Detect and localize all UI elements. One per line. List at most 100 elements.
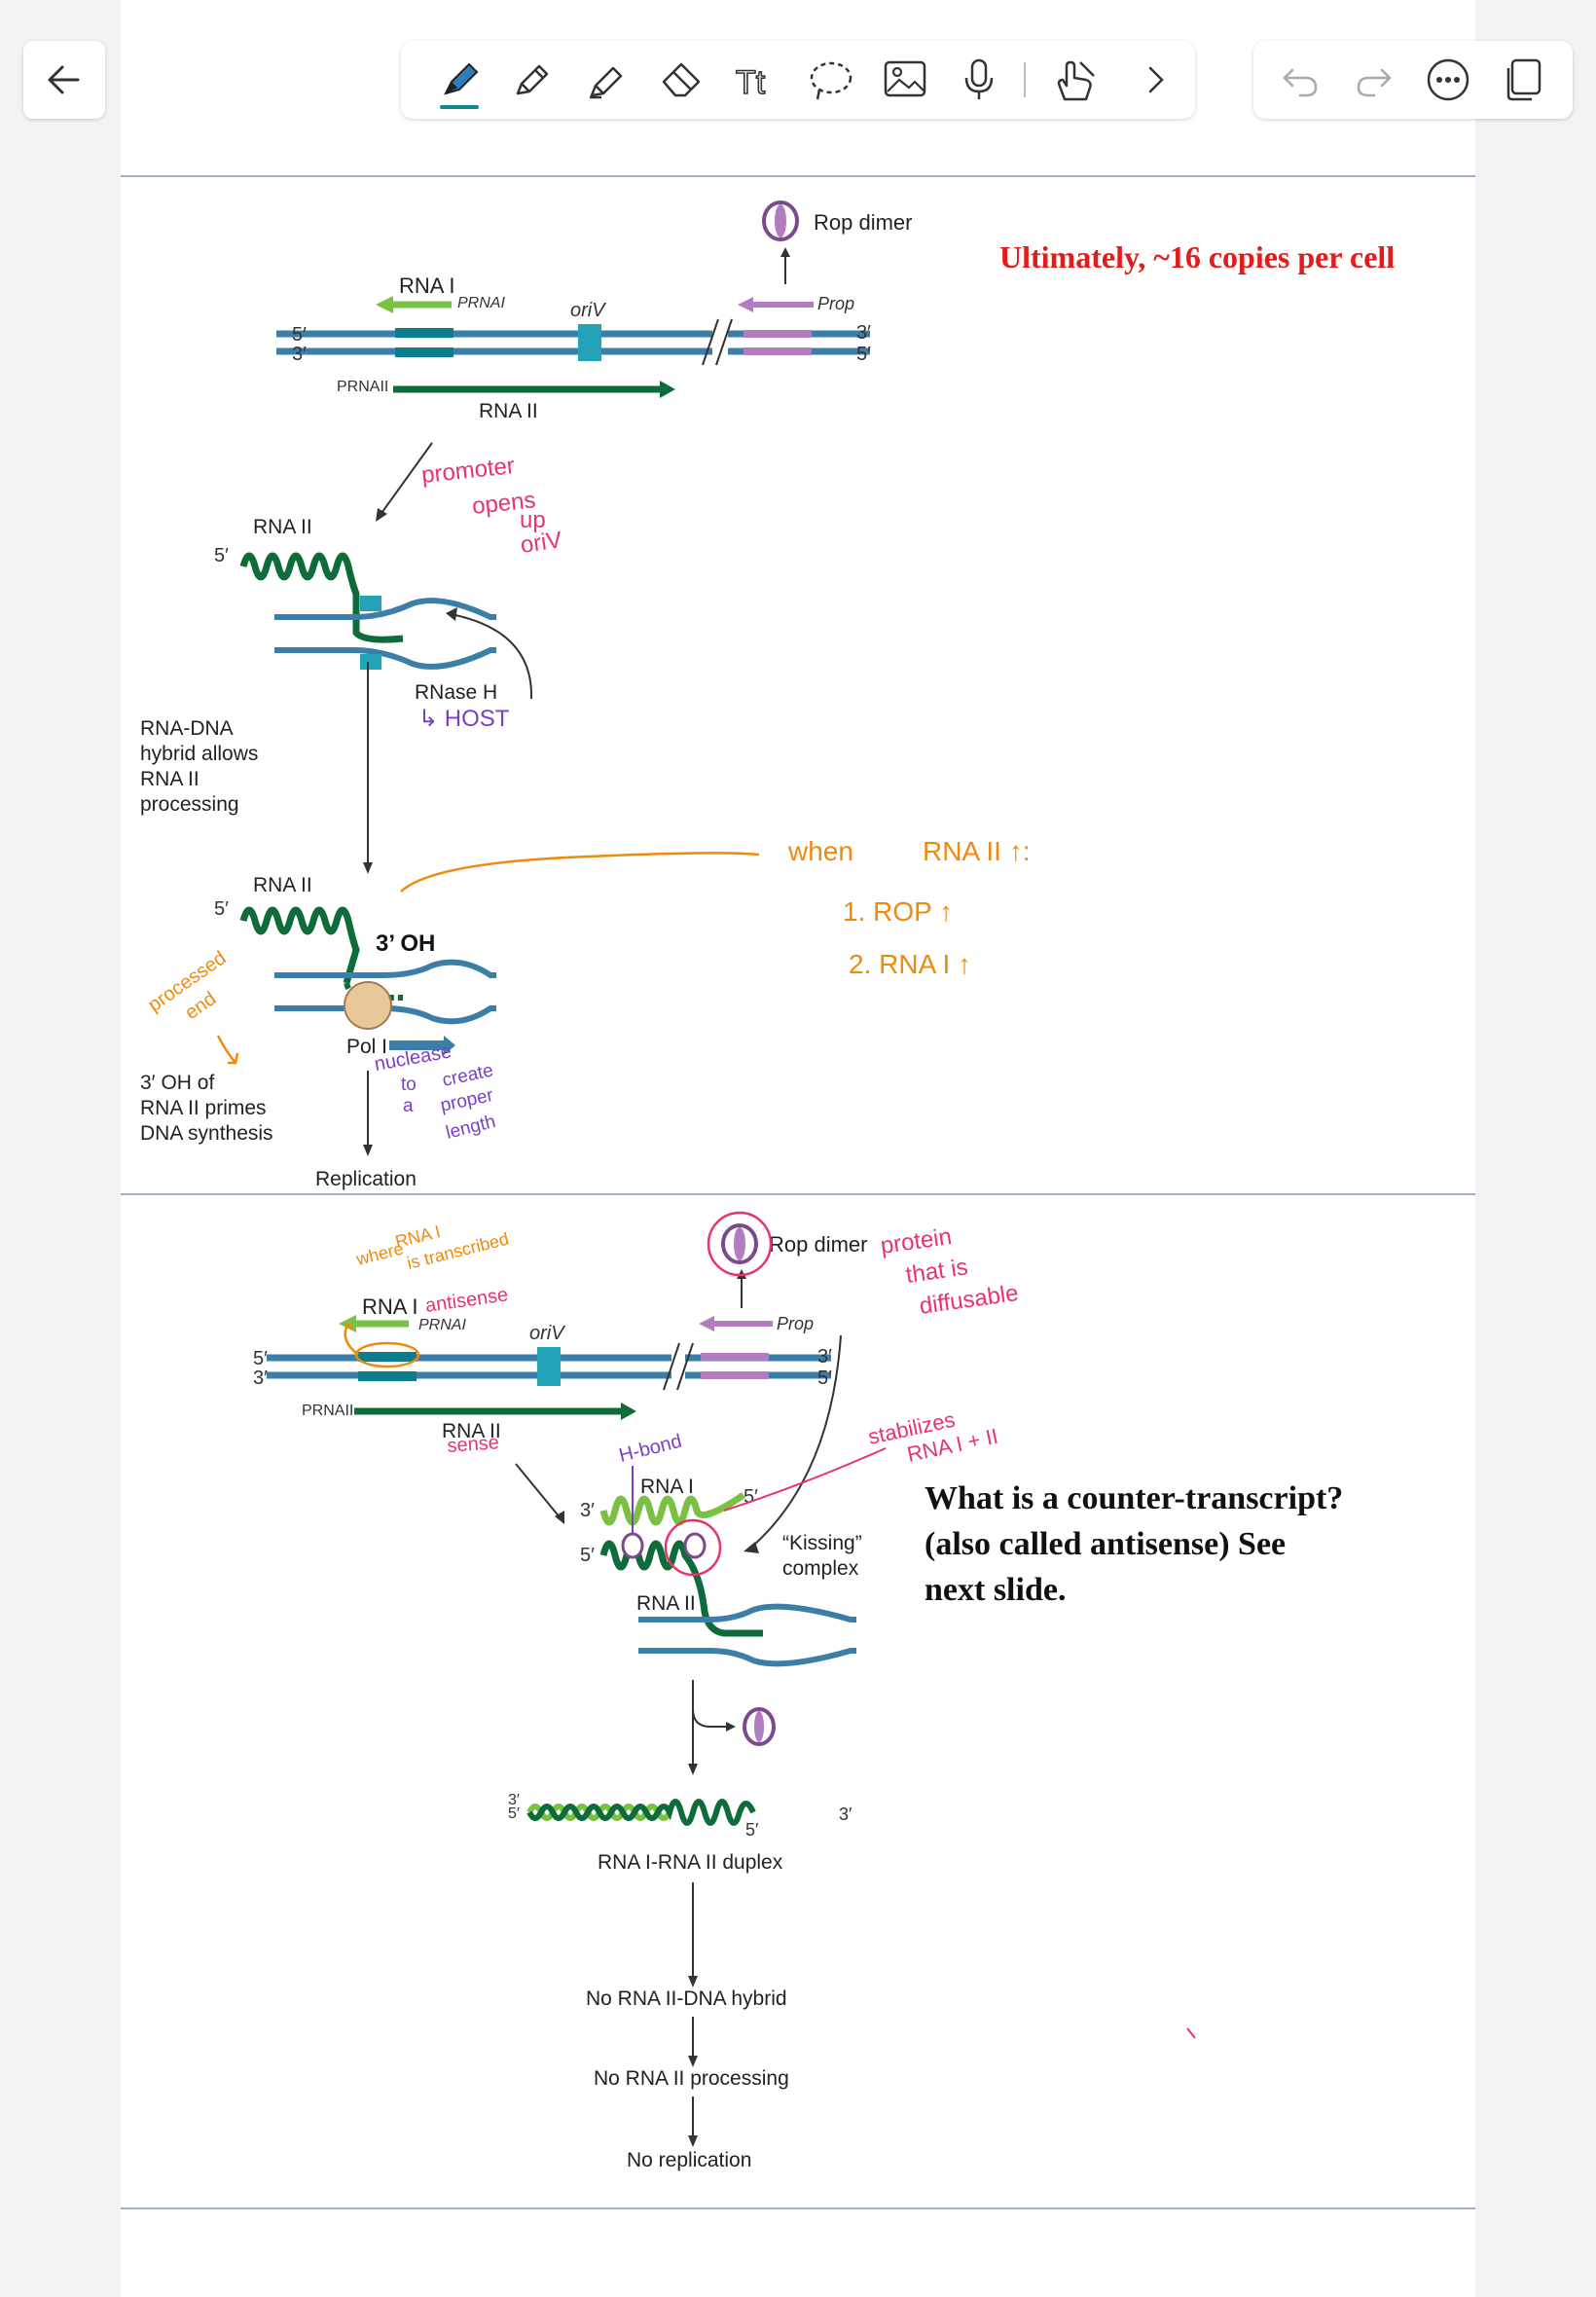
hw-hbond: H-bond [617, 1431, 684, 1467]
rnase-h-label: RNase H [415, 681, 497, 704]
svg-text:3′: 3′ [580, 1500, 595, 1521]
drawing-toolbar: Tt [401, 41, 1195, 119]
rna2-label: RNA II [479, 400, 538, 422]
hw-sense: sense [447, 1432, 500, 1457]
prop-label-2: Prop [777, 1314, 814, 1333]
back-button[interactable] [23, 41, 105, 119]
svg-text:5′: 5′ [817, 1367, 832, 1389]
pol1-label: Pol I [346, 1036, 387, 1058]
touch-tool-icon[interactable] [1051, 56, 1098, 103]
hw-to: to [401, 1075, 417, 1095]
rna2-label-3: RNA II [253, 874, 312, 896]
note-page[interactable] [121, 0, 1475, 2297]
hw-diffusable: diffusable [918, 1280, 1020, 1320]
hw-when: when [787, 836, 853, 866]
plasmid-dna-top [276, 318, 870, 366]
kissing-line-1: “Kissing” [782, 1532, 862, 1554]
hw-protein: protein [879, 1223, 953, 1259]
question-line-3: next slide. [925, 1572, 1067, 1608]
slide-divider [121, 1193, 1475, 1195]
eraser-tool-icon[interactable] [658, 56, 705, 103]
hw-a: a [403, 1096, 414, 1116]
slide1-diagram: 5′ 3′ 3′ 5′ RNA I PRNAI oriV Prop Rop di… [140, 201, 1030, 1190]
oriv-label-2: oriV [529, 1323, 565, 1344]
redo-icon[interactable] [1351, 56, 1397, 103]
hw-length: length [444, 1112, 497, 1144]
primes-line-2: RNA II primes [140, 1097, 267, 1119]
pol1-icon [344, 981, 392, 1030]
prnai-label: PRNAI [457, 295, 505, 311]
slide2-diagram: 5′ 3′ 3′ 5′ RNA I PRNAI oriV Prop Rop di… [253, 1211, 1196, 2171]
prop-label: Prop [817, 294, 854, 313]
pages-icon[interactable] [1501, 56, 1547, 103]
svg-text:3′: 3′ [839, 1805, 852, 1824]
hw-host: ↳ HOST [418, 706, 510, 732]
copies-per-cell-note: Ultimately, ~16 copies per cell [999, 239, 1396, 274]
prnai-label-2: PRNAI [418, 1317, 466, 1333]
image-tool-icon[interactable] [882, 56, 928, 103]
hybrid-line-1: RNA-DNA [140, 717, 234, 740]
page-divider-bottom [121, 2207, 1475, 2209]
primes-line-1: 3′ OH of [140, 1072, 214, 1094]
hw-promoter: promoter [420, 453, 516, 489]
oriv-label: oriV [570, 300, 606, 321]
svg-text:5′: 5′ [856, 344, 871, 365]
three-prime-label-2: 3′ [253, 1367, 268, 1389]
svg-text:5′: 5′ [744, 1486, 758, 1508]
back-arrow-icon [48, 65, 80, 94]
svg-text:3′: 3′ [817, 1346, 832, 1367]
question-line-2: (also called antisense) See [925, 1526, 1287, 1562]
hw-that-is: that is [904, 1254, 969, 1289]
prnaii-label: PRNAII [337, 379, 388, 395]
hw-rna1-up: 2. RNA I ↑ [849, 949, 971, 979]
pen-tool-icon[interactable] [436, 56, 483, 103]
no-replication-label: No replication [627, 2149, 751, 2171]
pencil-tool-icon[interactable] [508, 56, 555, 103]
svg-text:5′: 5′ [214, 898, 229, 920]
rop-dimer-label-2: Rop dimer [769, 1232, 867, 1257]
rop-dimer-icon [762, 201, 799, 241]
handwritten-annotations-2: where RNA I is transcribed antisense sen… [344, 1211, 1196, 2039]
hybrid-line-4: processing [140, 793, 239, 816]
svg-text:5′: 5′ [508, 1805, 520, 1822]
rna2-label-2: RNA II [253, 516, 312, 538]
hybrid-line-2: hybrid allows [140, 743, 258, 765]
svg-text:Tt: Tt [736, 64, 766, 101]
highlighter-tool-icon[interactable] [582, 56, 629, 103]
handwritten-annotations-1: promoter opens up oriV ↳ HOST when RNA I… [144, 453, 1030, 1144]
lasso-tool-icon[interactable] [808, 56, 854, 103]
hybrid-line-3: RNA II [140, 768, 200, 790]
more-icon[interactable] [1425, 56, 1471, 103]
oh-label: 3’ OH [376, 930, 435, 957]
rna1-label: RNA I [399, 273, 454, 298]
active-tool-indicator [440, 105, 479, 109]
page-divider-top [121, 175, 1475, 177]
prnaii-label-2: PRNAII [302, 1403, 353, 1419]
text-tool-icon[interactable]: Tt [732, 56, 779, 103]
hw-rna2-up: RNA II ↑: [923, 836, 1030, 866]
rop-dimer-label: Rop dimer [814, 210, 912, 235]
primes-line-3: DNA synthesis [140, 1122, 273, 1145]
hw-rop-up: 1. ROP ↑ [843, 896, 953, 927]
undo-icon[interactable] [1277, 56, 1324, 103]
no-processing-label: No RNA II processing [594, 2067, 789, 2090]
hw-antisense: antisense [424, 1284, 510, 1317]
chevron-right-icon[interactable] [1133, 56, 1179, 103]
question-line-1: What is a counter-transcript? [925, 1480, 1344, 1516]
toolbar-separator [1024, 62, 1026, 97]
microphone-tool-icon[interactable] [956, 56, 1002, 103]
rna2-label-4: RNA II [442, 1420, 501, 1442]
duplex-label: RNA I-RNA II duplex [598, 1851, 783, 1874]
five-prime-label: 5′ [292, 324, 307, 346]
three-prime-label: 3′ [292, 344, 307, 365]
svg-text:3′: 3′ [508, 1792, 520, 1808]
no-hybrid-label: No RNA II-DNA hybrid [586, 1987, 787, 2010]
rop-released-icon [743, 1707, 776, 1746]
hw-oriv: oriV [519, 527, 563, 559]
rna2-label-5: RNA II [636, 1592, 696, 1615]
hw-up: up [520, 507, 546, 533]
svg-text:5′: 5′ [745, 1820, 759, 1840]
document-toolbar [1253, 41, 1573, 119]
svg-text:3′: 3′ [856, 322, 871, 344]
rna1-label-2: RNA I [362, 1294, 417, 1319]
